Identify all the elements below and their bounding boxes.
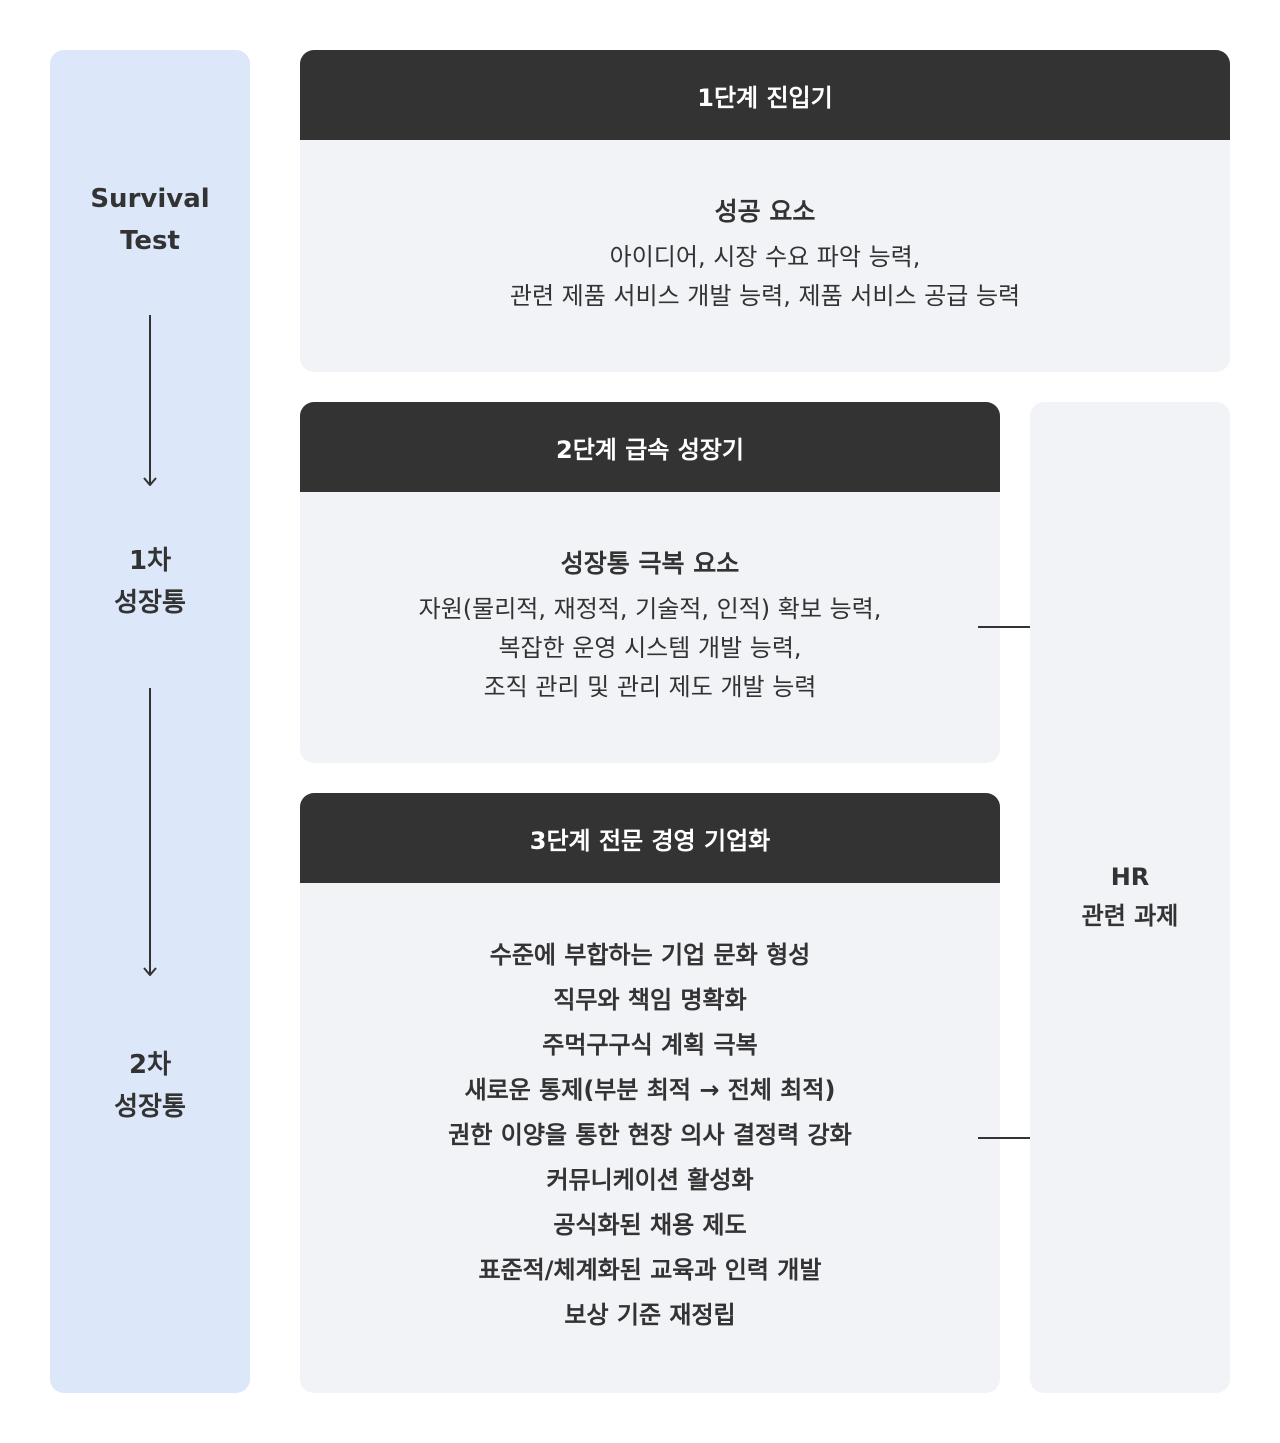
stage3-item: 수준에 부합하는 기업 문화 형성 xyxy=(489,941,811,969)
stage2-card: 2단계 급속 성장기 성장통 극복 요소 자원(물리적, 재정적, 기술적, 인… xyxy=(300,402,1000,763)
stage3-card: 3단계 전문 경영 기업화 수준에 부합하는 기업 문화 형성 직무와 책임 명… xyxy=(300,793,1000,1393)
stage3-item: 보상 기준 재정립 xyxy=(564,1301,736,1329)
stage2-line: 조직 관리 및 관리 제도 개발 능력 xyxy=(483,673,817,701)
growth-phase-column: Survival Test 1차 성장통 2차 성장통 xyxy=(50,50,250,1393)
hr-label: HR xyxy=(1110,863,1150,891)
stage3-item: 커뮤니케이션 활성화 xyxy=(546,1166,754,1194)
down-arrow-icon xyxy=(143,967,157,976)
survival-test-label: Survival Test xyxy=(90,184,210,256)
first-growing-pains-label: 1차 성장통 xyxy=(114,546,186,618)
stage3-header: 3단계 전문 경영 기업화 xyxy=(300,793,1000,883)
stage3-item: 표준적/체계화된 교육과 인력 개발 xyxy=(478,1256,822,1284)
down-arrow-icon xyxy=(143,477,157,486)
stage3-item: 새로운 통제(부분 최적 → 전체 최적) xyxy=(464,1076,836,1104)
stage1-card: 1단계 진입기 성공 요소 아이디어, 시장 수요 파악 능력, 관련 제품 서… xyxy=(300,50,1230,372)
stage2-header: 2단계 급속 성장기 xyxy=(300,402,1000,492)
hr-tasks-column: HR 관련 과제 xyxy=(1030,402,1230,1393)
second-growing-pains-label: 2차 성장통 xyxy=(114,1050,186,1122)
stage3-item: 직무와 책임 명확화 xyxy=(553,986,747,1014)
stage1-line: 관련 제품 서비스 개발 능력, 제품 서비스 공급 능력 xyxy=(509,282,1021,310)
stage3-list: 수준에 부합하는 기업 문화 형성 직무와 책임 명확화 주먹구구식 계획 극복… xyxy=(300,933,1000,1338)
down-arrow-line xyxy=(149,315,151,485)
stage3-item: 공식화된 채용 제도 xyxy=(553,1211,747,1239)
stage2-line: 자원(물리적, 재정적, 기술적, 인적) 확보 능력, xyxy=(418,595,882,623)
stage1-title: 성공 요소 xyxy=(714,197,816,226)
stage1-header: 1단계 진입기 xyxy=(300,50,1230,140)
stage1-description: 아이디어, 시장 수요 파악 능력, 관련 제품 서비스 개발 능력, 제품 서… xyxy=(300,238,1230,316)
stage1-line: 아이디어, 시장 수요 파악 능력, xyxy=(609,243,921,271)
stage3-item: 주먹구구식 계획 극복 xyxy=(542,1031,758,1059)
stage2-description: 자원(물리적, 재정적, 기술적, 인적) 확보 능력, 복잡한 운영 시스템 … xyxy=(300,590,1000,707)
down-arrow-line xyxy=(149,688,151,975)
stage2-line: 복잡한 운영 시스템 개발 능력, xyxy=(498,634,802,662)
stage3-item: 권한 이양을 통한 현장 의사 결정력 강화 xyxy=(448,1121,852,1149)
hr-tasks-label: 관련 과제 xyxy=(1081,902,1179,930)
stage2-title: 성장통 극복 요소 xyxy=(560,549,740,578)
